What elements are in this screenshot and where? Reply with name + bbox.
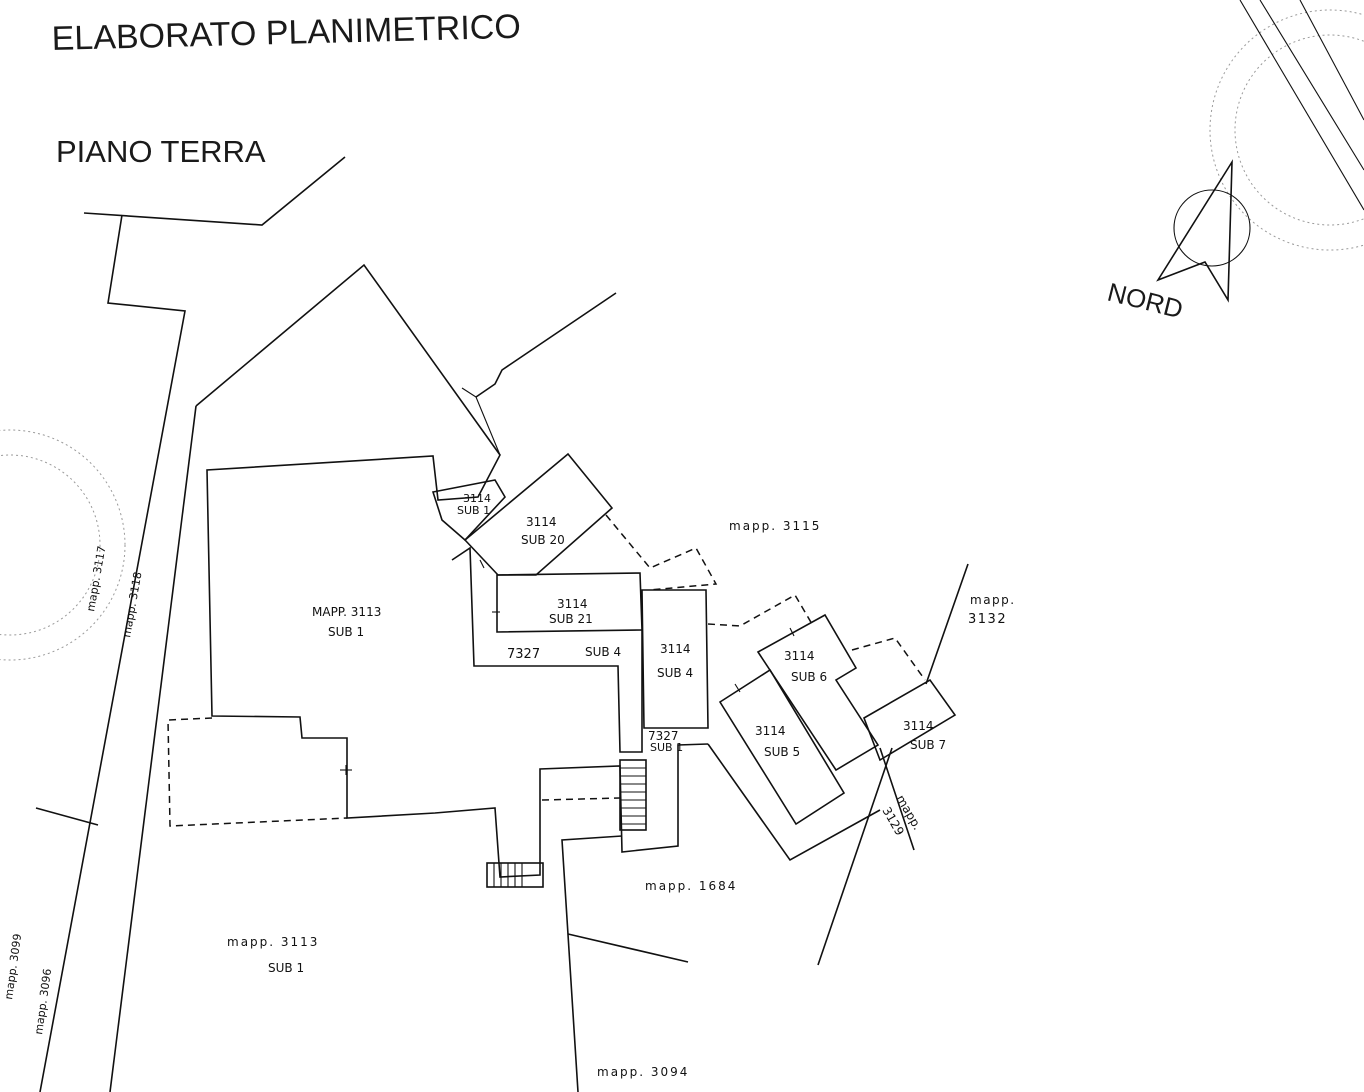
label-3114-sub6-num: 3114 [784, 649, 815, 663]
boundary-3129-b [817, 747, 893, 966]
label-7327-a: 7327 [507, 647, 540, 662]
label-3114-sub21: SUB 21 [549, 612, 593, 626]
label-sub4-a: SUB 4 [585, 645, 621, 659]
left-stamp-mark [0, 429, 126, 661]
label-sub1-lower: SUB 1 [268, 961, 304, 975]
label-3114-sub5: SUB 5 [764, 745, 800, 759]
label-3114-sub4: SUB 4 [657, 666, 693, 680]
label-3114-sub1-num: 3114 [463, 492, 491, 505]
top-right-stamp-mark [1209, 9, 1364, 251]
dashed-annex-left [167, 717, 348, 827]
corridor-7327 [451, 546, 643, 753]
main-building-outline [195, 263, 709, 878]
floor-subtitle: PIANO TERRA [56, 134, 266, 169]
label-mapp-3118: mapp. 3118 [120, 571, 144, 639]
label-3114-sub20-num: 3114 [526, 515, 557, 529]
label-mapp-3117: mapp. 3117 [84, 545, 108, 613]
label-mapp-3132-b: 3132 [968, 612, 1007, 627]
stairs-icon [619, 759, 647, 831]
label-3114-sub7: SUB 7 [910, 738, 946, 752]
label-3114-sub21-num: 3114 [557, 597, 588, 611]
label-mapp-3096: mapp. 3096 [32, 968, 54, 1036]
drawing-title: ELABORATO PLANIMETRICO [51, 8, 521, 58]
label-3114-sub6: SUB 6 [791, 670, 827, 684]
boundary-3132 [925, 563, 969, 685]
label-3114-sub1: SUB 1 [457, 504, 490, 517]
left-parcel-boundaries [35, 156, 346, 1092]
label-mapp-3094: mapp. 3094 [597, 1065, 689, 1079]
north-label: NORD [1105, 277, 1187, 325]
label-sub1-b: SUB 1 [650, 741, 683, 754]
label-mapp-3113: MAPP. 3113 [312, 605, 381, 619]
label-7327-b: 7327 [648, 729, 679, 743]
upper-boundary [475, 292, 617, 398]
tick-marks [340, 559, 795, 775]
unit-3114-sub1 [431, 479, 506, 542]
unit-3114-sub5 [718, 668, 846, 826]
label-3114-sub4-num: 3114 [660, 642, 691, 656]
unit-3114-sub7 [863, 678, 957, 762]
label-mapp-3099: mapp. 3099 [2, 933, 24, 1001]
north-arrow-icon [1156, 0, 1364, 303]
label-mapp-3113-lower: mapp. 3113 [227, 935, 319, 949]
stairs-lower-icon [486, 862, 544, 888]
label-3114-sub5-num: 3114 [755, 724, 786, 738]
unit-3114-sub4 [641, 589, 709, 729]
lower-boundary-1684 [561, 835, 623, 1092]
label-sub1-main: SUB 1 [328, 625, 364, 639]
label-mapp-1684: mapp. 1684 [645, 879, 737, 893]
label-3114-sub7-num: 3114 [903, 719, 934, 733]
unit-3114-sub20 [463, 452, 614, 576]
label-mapp-3132-a: mapp. [970, 593, 1016, 607]
label-mapp-3115: mapp. 3115 [729, 519, 821, 533]
label-3114-sub20: SUB 20 [521, 533, 565, 547]
dashed-sub6-area [707, 593, 813, 627]
